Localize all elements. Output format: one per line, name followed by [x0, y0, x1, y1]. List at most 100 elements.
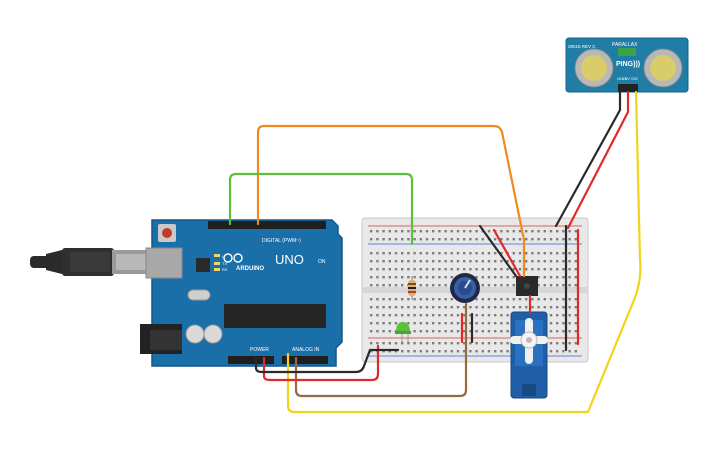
breadboard-hole — [413, 322, 416, 325]
breadboard-hole — [562, 268, 565, 271]
breadboard-hole — [382, 230, 385, 233]
breadboard-hole — [407, 268, 410, 271]
wire-black-chip[interactable] — [478, 224, 518, 278]
arduino-uno-board: ARDUINO UNO ON DIGITAL (PWM~) POWER ANAL… — [140, 219, 343, 367]
breadboard-hole — [394, 238, 398, 241]
breadboard-hole — [574, 322, 577, 325]
breadboard-hole — [556, 238, 559, 241]
breadboard-hole — [444, 306, 447, 309]
breadboard-hole — [419, 314, 422, 317]
breadboard-hole — [413, 306, 416, 309]
sensor-model-text: 28015 REV C — [568, 44, 596, 49]
breadboard-hole — [475, 298, 478, 301]
breadboard-hole — [438, 284, 441, 287]
breadboard-hole — [444, 252, 447, 255]
breadboard-hole — [469, 268, 472, 271]
breadboard-hole — [562, 252, 565, 255]
breadboard-hole — [506, 330, 509, 333]
breadboard-hole — [537, 238, 540, 241]
breadboard-hole — [549, 314, 553, 317]
breadboard-hole — [419, 330, 422, 333]
breadboard-hole — [469, 330, 472, 333]
breadboard-hole — [512, 268, 515, 271]
breadboard-hole — [549, 268, 553, 271]
wire-brown[interactable] — [294, 302, 468, 398]
power-label: POWER — [250, 347, 269, 353]
breadboard-hole — [481, 260, 484, 263]
wire-black-gnd[interactable] — [254, 348, 400, 374]
digital-header — [208, 221, 326, 229]
breadboard-hole — [562, 284, 565, 287]
breadboard-hole — [574, 342, 577, 345]
breadboard-hole — [500, 330, 503, 333]
breadboard-hole — [481, 342, 484, 345]
breadboard-hole — [394, 298, 398, 301]
potentiometer[interactable] — [450, 273, 480, 303]
breadboard-hole — [463, 322, 466, 325]
breadboard-hole — [370, 276, 373, 279]
wire-yellow[interactable] — [286, 90, 642, 414]
wire-black-sensor[interactable] — [554, 90, 622, 228]
breadboard-hole — [413, 238, 416, 241]
breadboard-hole — [574, 230, 577, 233]
breadboard-hole — [413, 350, 416, 353]
breadboard-hole — [394, 306, 398, 309]
wire-red-chip[interactable] — [492, 228, 522, 278]
breadboard-hole — [401, 350, 404, 353]
breadboard-hole — [370, 284, 373, 287]
breadboard-hole — [444, 342, 447, 345]
breadboard-hole — [500, 230, 503, 233]
breadboard-hole — [425, 314, 429, 317]
breadboard-hole — [531, 230, 534, 233]
breadboard-hole — [537, 276, 540, 279]
sensor-brand: PARALLAX — [612, 42, 638, 48]
breadboard-hole — [438, 350, 441, 353]
breadboard-hole — [444, 238, 447, 241]
breadboard-hole — [432, 284, 435, 287]
breadboard-hole — [376, 252, 379, 255]
breadboard-hole — [370, 230, 373, 233]
breadboard-hole — [394, 276, 398, 279]
breadboard-hole — [419, 238, 422, 241]
breadboard-hole — [512, 238, 515, 241]
sensor-name: PING))) — [616, 61, 640, 68]
breadboard-hole — [394, 230, 398, 233]
breadboard-hole — [450, 314, 453, 317]
breadboard-hole — [475, 276, 478, 279]
breadboard-hole — [518, 268, 522, 271]
wire-green[interactable] — [228, 172, 414, 246]
breadboard-hole — [512, 276, 515, 279]
green-led — [395, 322, 411, 342]
wire-orange[interactable] — [256, 124, 526, 278]
wires — [228, 90, 642, 414]
breadboard-hole — [475, 238, 478, 241]
breadboard-hole — [525, 238, 528, 241]
breadboard-hole — [456, 342, 460, 345]
breadboard-hole — [481, 330, 484, 333]
breadboard-hole — [475, 330, 478, 333]
breadboard-hole — [518, 230, 522, 233]
breadboard-hole — [475, 322, 478, 325]
breadboard-hole — [432, 298, 435, 301]
breadboard-hole — [425, 238, 429, 241]
breadboard-hole — [407, 230, 410, 233]
wire-red-sensor[interactable] — [566, 90, 630, 230]
breadboard-hole — [494, 306, 497, 309]
analog-label: ANALOG IN — [292, 347, 320, 353]
breadboard-hole — [481, 306, 484, 309]
breadboard-hole — [556, 260, 559, 263]
wire-red-5v[interactable] — [262, 344, 380, 382]
breadboard-hole — [438, 238, 441, 241]
breadboard-hole — [376, 276, 379, 279]
breadboard-hole — [531, 238, 534, 241]
breadboard-hole — [425, 342, 429, 345]
breadboard-hole — [407, 252, 410, 255]
breadboard-hole — [370, 268, 373, 271]
breadboard-hole — [432, 306, 435, 309]
breadboard-hole — [370, 252, 373, 255]
breadboard-hole — [376, 238, 379, 241]
breadboard-hole — [562, 314, 565, 317]
breadboard-hole — [388, 350, 391, 353]
breadboard-hole — [413, 260, 416, 263]
breadboard-hole — [543, 276, 546, 279]
